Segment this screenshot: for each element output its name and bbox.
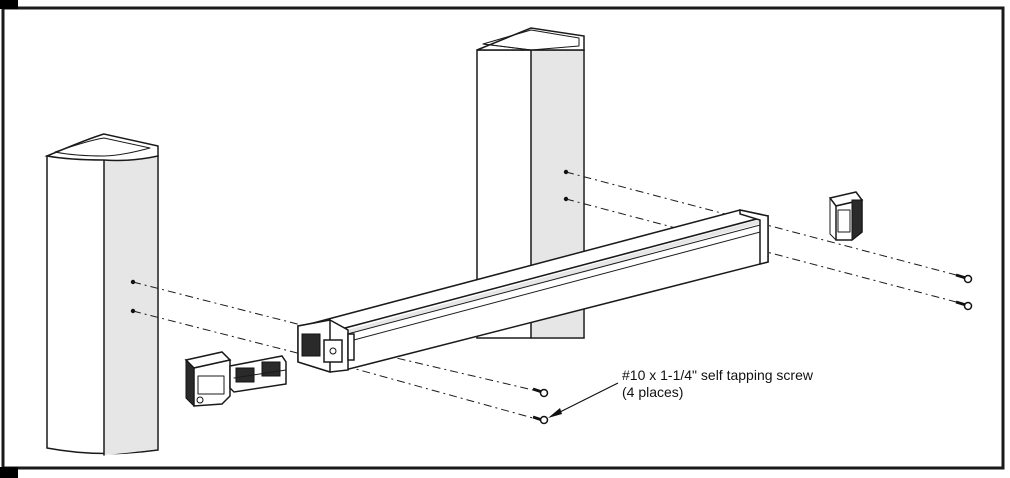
screw-right-upper	[955, 273, 973, 284]
corner-tab-top	[0, 0, 18, 9]
callout-label-line1: #10 x 1-1/4" self tapping screw	[622, 367, 813, 383]
left-post	[44, 133, 159, 456]
screw-right-lower	[955, 300, 973, 311]
callout-label-line2: (4 places)	[622, 384, 684, 400]
screw-left-upper	[532, 387, 549, 398]
frame-border	[1, 6, 1005, 470]
left-end-bracket	[184, 351, 287, 408]
rail	[301, 209, 769, 371]
right-end-cap	[828, 191, 864, 242]
screw-left-lower	[532, 415, 549, 425]
callout-arrow	[548, 382, 619, 418]
screws	[532, 273, 973, 425]
corner-tab-bottom	[0, 467, 18, 478]
rail-end-cap	[297, 319, 355, 374]
